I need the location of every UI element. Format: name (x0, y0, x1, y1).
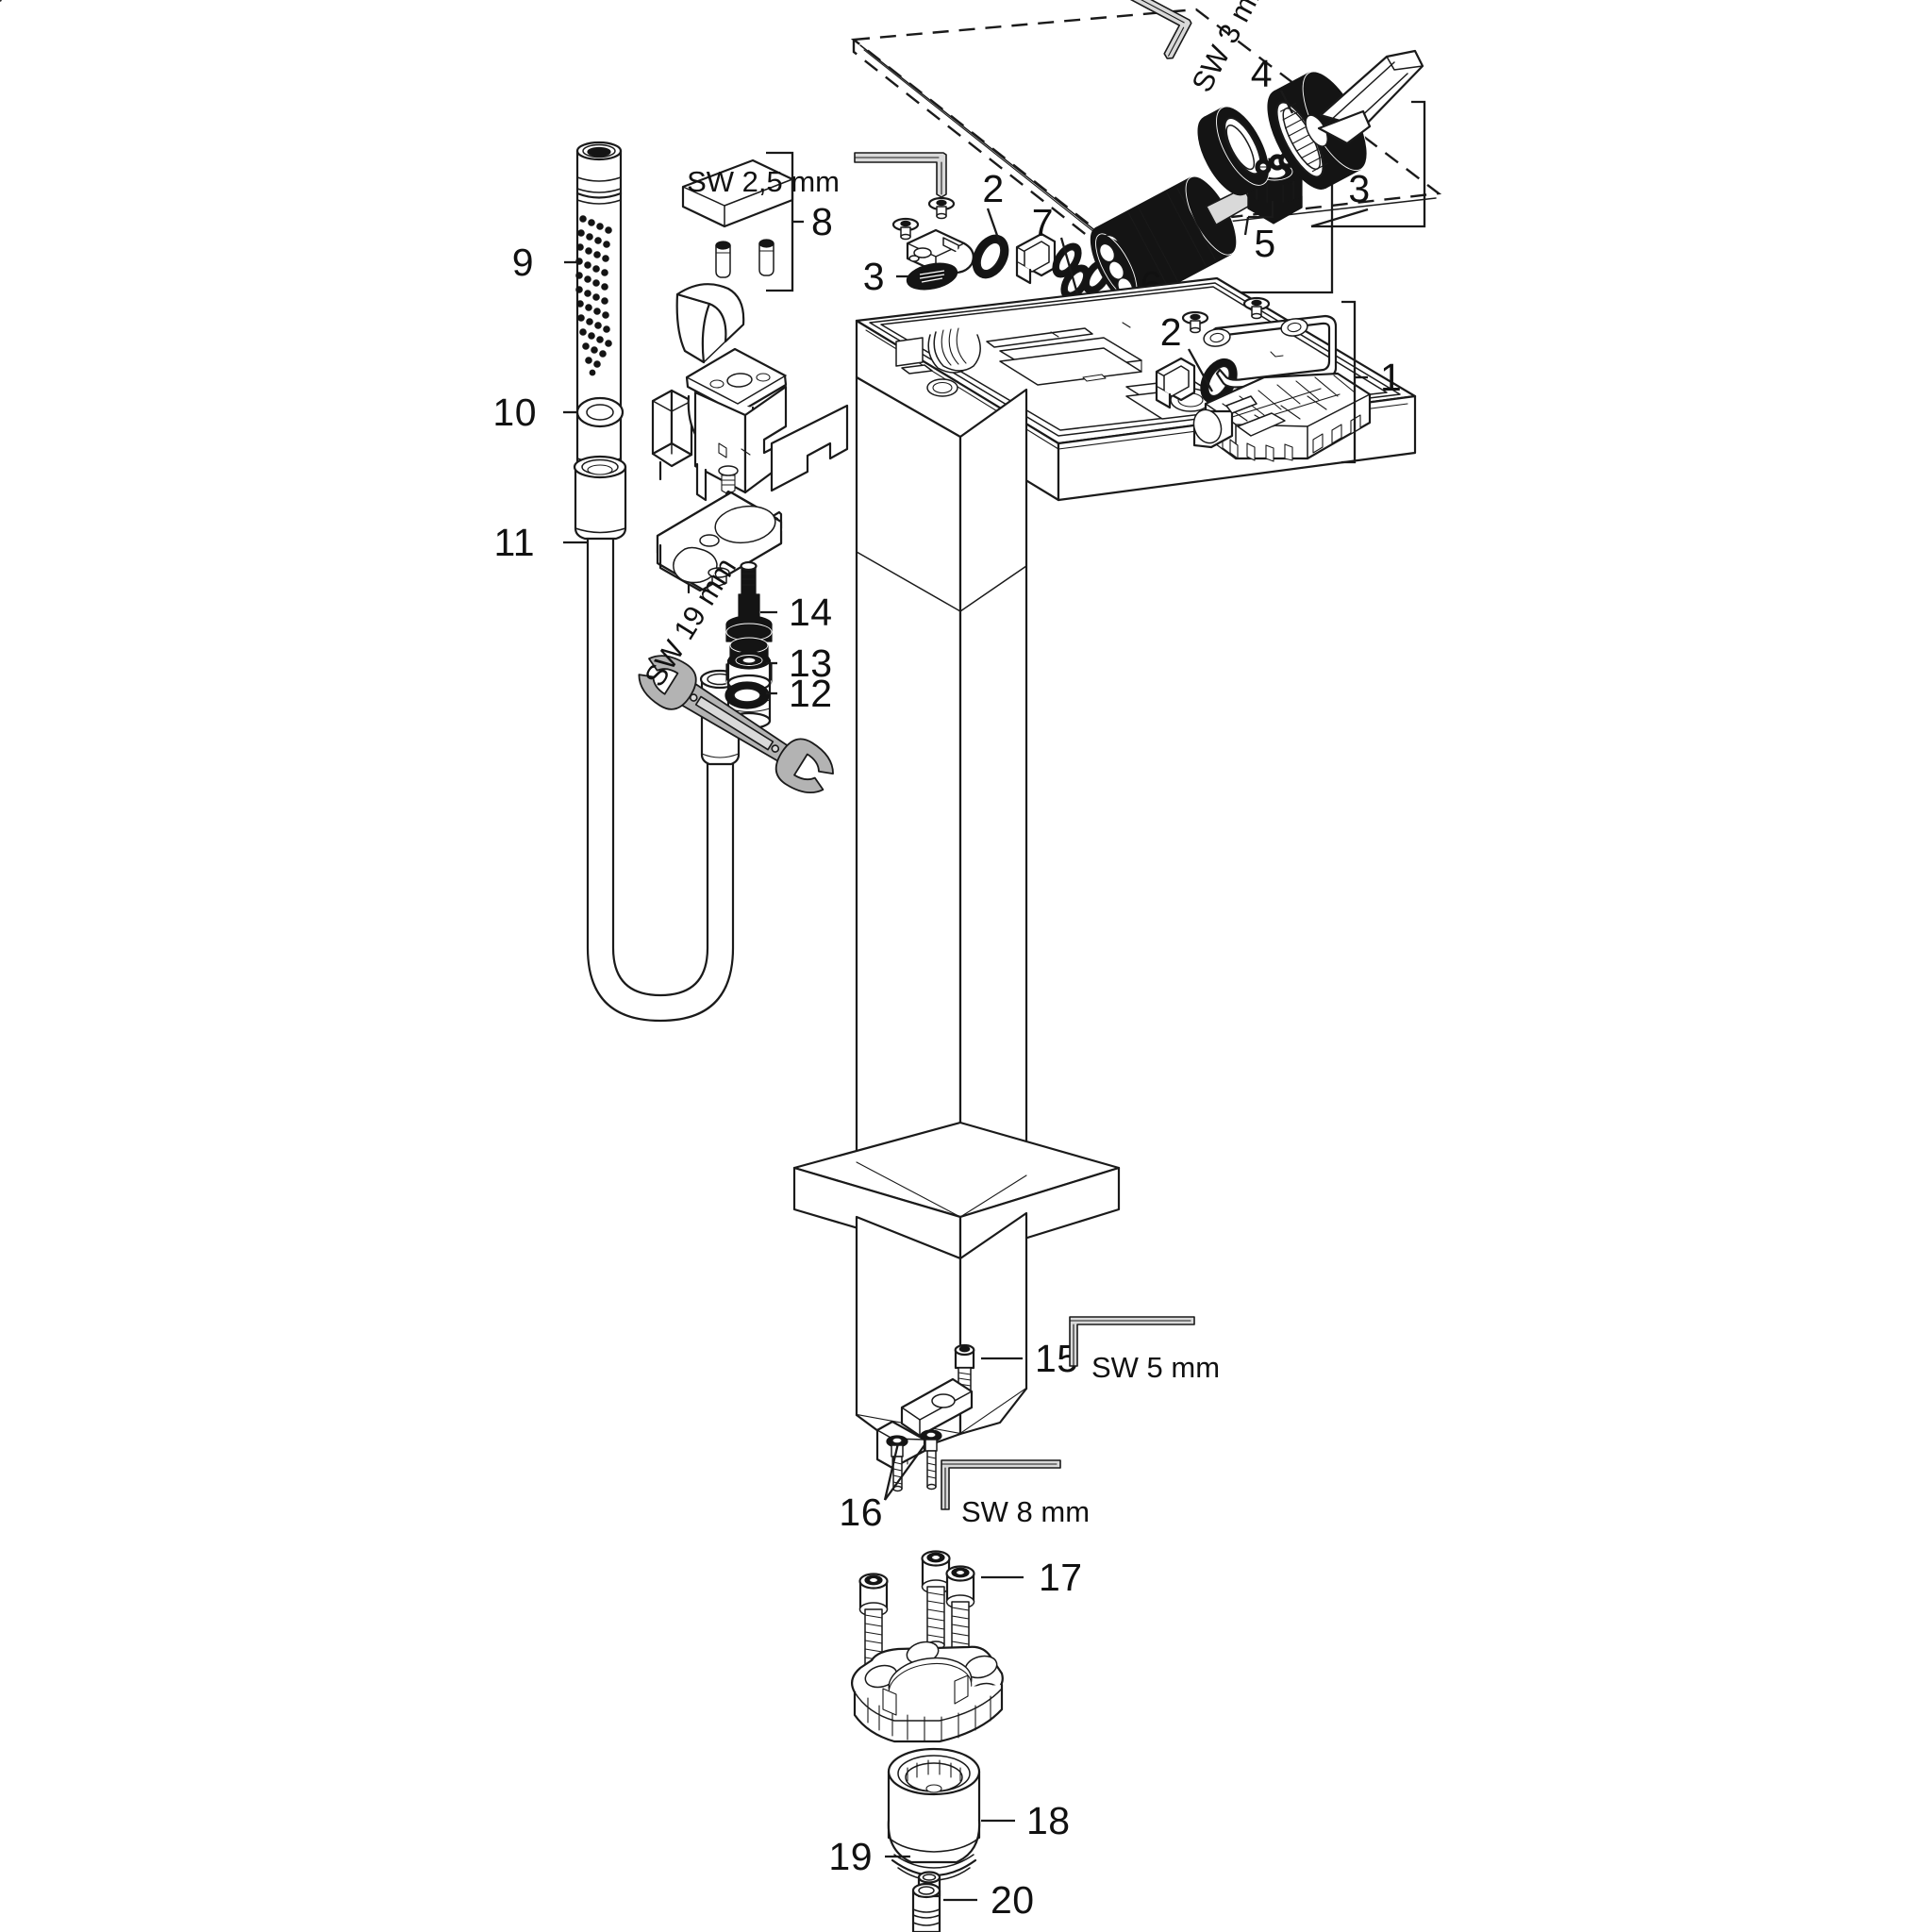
part-19-sleeve (887, 1747, 981, 1881)
sw8-allen-key-icon: SW 8 mm (941, 1459, 1090, 1528)
callout-10: 9 (512, 241, 577, 284)
sw25-label: SW 2,5 mm (687, 165, 840, 198)
callout-1-bracket: 1 (1341, 300, 1402, 464)
callout-14: 13 (766, 641, 833, 685)
callout-19: 18 (981, 1799, 1071, 1842)
callout-label-20: 19 (828, 1835, 873, 1878)
callout-11: 10 (492, 391, 577, 434)
sw25-allen-key-icon: SW 2,5 mm (687, 152, 947, 198)
callout-label-12: 11 (493, 521, 535, 564)
callout-label-15: 14 (789, 591, 833, 634)
gasket-plate (656, 490, 783, 594)
callout-label-19: 18 (1026, 1799, 1071, 1842)
part-5-lever-handle (1267, 49, 1424, 190)
part-21-nipple (911, 1871, 941, 1932)
column-pillar (855, 375, 1028, 1224)
screw-small-d (1181, 310, 1209, 334)
part-13-o-ring (724, 681, 770, 709)
callout-label-3: 3 (863, 255, 885, 298)
cover-pins (715, 239, 774, 278)
callout-label-2a: 2 (982, 167, 1004, 210)
callout-13: 12 (766, 672, 833, 715)
callout-label-10: 9 (512, 241, 534, 284)
callout-20: 19 (828, 1835, 910, 1878)
screw-small-b (891, 217, 920, 241)
callout-label-6: 5 (1254, 222, 1275, 265)
screw-small-a (927, 196, 956, 220)
part-1-group (1192, 314, 1372, 462)
part-11-hose-washer (575, 396, 625, 428)
callout-12: 11 (493, 521, 588, 564)
part-3-logo-badge (906, 262, 958, 291)
spray-nozzle-texture (575, 215, 612, 376)
flange-bolt-left (858, 1573, 889, 1673)
callout-18: 17 (981, 1556, 1083, 1599)
part-6-escutcheon-ring (1197, 106, 1295, 196)
callout-2-upper: 2 (982, 167, 1004, 244)
callout-label-13: 12 (789, 672, 833, 715)
callout-2-lower: 2 (1160, 310, 1214, 392)
callout-15: 14 (760, 591, 833, 634)
callout-3: 3 (863, 255, 908, 298)
callout-label-2b: 2 (1160, 310, 1182, 354)
callout-label-9: 8 (811, 200, 833, 243)
part-12-shower-hose (573, 455, 741, 1023)
callout-label-4: 3 (1348, 167, 1370, 210)
part-2-lower-group (1155, 296, 1271, 409)
callout-label-8: 7 (1032, 201, 1054, 244)
callout-4-bracket: 3 (1310, 100, 1426, 228)
part-10-hand-shower (575, 141, 623, 489)
callout-label-1: 1 (1380, 356, 1402, 399)
sw8-label: SW 8 mm (961, 1495, 1090, 1528)
callout-8: 7 (1032, 201, 1081, 301)
sw5-allen-key-icon: SW 5 mm (1069, 1316, 1220, 1384)
ribbed-base-plate (1192, 372, 1372, 462)
column-base-collar (792, 1121, 1121, 1260)
sw5-label: SW 5 mm (1091, 1351, 1220, 1384)
floor-flange (850, 1641, 1004, 1743)
callout-6-bracket: 5 (1243, 201, 1275, 265)
part-2-upper-group (891, 196, 1057, 285)
callout-label-14: 13 (789, 641, 833, 685)
shower-holder-cradle (675, 283, 745, 364)
callout-label-21: 20 (991, 1878, 1035, 1922)
escutcheon-backplate (770, 404, 849, 492)
callout-5: 4 (1251, 52, 1294, 114)
callout-17: 16 (839, 1442, 925, 1534)
callout-label-18: 17 (1039, 1556, 1083, 1599)
flange-bolt-middle (921, 1550, 951, 1650)
callout-9-bracket: 8 (766, 151, 833, 292)
part-17-base-clamp (875, 1377, 974, 1492)
callout-label-11: 10 (492, 391, 537, 434)
callout-label-5: 4 (1251, 52, 1273, 95)
callout-label-17: 16 (839, 1491, 883, 1534)
diverter-clip-lower (1155, 357, 1196, 409)
shower-holder-block (651, 347, 788, 502)
callout-21: 20 (943, 1878, 1035, 1922)
internal-hose-ring (927, 327, 981, 374)
screw-small-c (1242, 296, 1271, 320)
